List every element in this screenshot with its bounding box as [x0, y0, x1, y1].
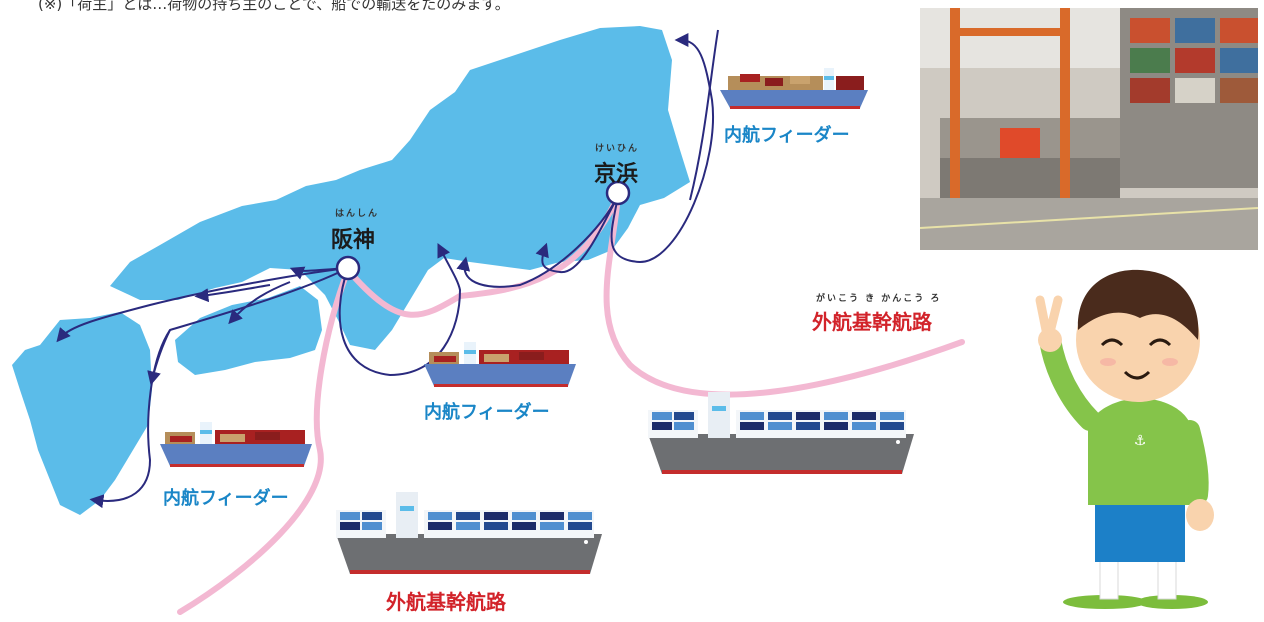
feeder-route-west-kyushu-east [147, 329, 171, 386]
feeder-route-west-top [194, 284, 271, 303]
feeder-ship-west [160, 422, 312, 467]
japan-land [12, 26, 690, 515]
trunk-route-keihin [603, 193, 965, 398]
feeder-label-west: 内航フィーダー [163, 488, 289, 509]
trunk-ship-east [648, 392, 914, 474]
hanshin-reading: はんしん [335, 209, 380, 219]
trunk-ship-south [336, 492, 602, 574]
trunk-label-east: 外航基幹航路 [812, 310, 932, 334]
container-port-photo [920, 8, 1258, 250]
trunk-route-hanshin [177, 267, 351, 615]
keihin-port-marker [605, 180, 631, 206]
hanshin-label: 阪神 [331, 228, 376, 253]
trunk-label-south: 外航基幹航路 [386, 590, 506, 614]
keihin-reading: けいひん [595, 144, 640, 154]
kyushu-island [12, 312, 152, 515]
feeder-ship-northeast [720, 68, 868, 109]
feeder-route-north-loop [610, 33, 714, 264]
honshu-island [110, 26, 690, 350]
trunk-reading: がいこう き かんこう ろ [816, 294, 942, 304]
boy-character-illustration: ⚓ [1035, 269, 1214, 609]
keihin-label: 京浜 [594, 162, 639, 187]
feeder-label-northeast: 内航フィーダー [724, 125, 850, 146]
feeder-ship-center [424, 342, 576, 387]
footnote-text: (※)「荷主」とは…荷物の持ち主のことで、船での輸送をたのみます。 [38, 0, 510, 13]
container-port-photo-drawing [920, 8, 1258, 250]
feeder-route-west-shikoku [228, 281, 291, 325]
feeder-route-north-exit [689, 29, 719, 201]
svg-text:⚓: ⚓ [1134, 433, 1147, 449]
shikoku-island [175, 286, 322, 375]
feeder-route-bay [535, 195, 619, 274]
hanshin-port-marker [335, 255, 361, 281]
feeder-label-center: 内航フィーダー [424, 402, 550, 423]
feeder-route-center [456, 195, 619, 288]
